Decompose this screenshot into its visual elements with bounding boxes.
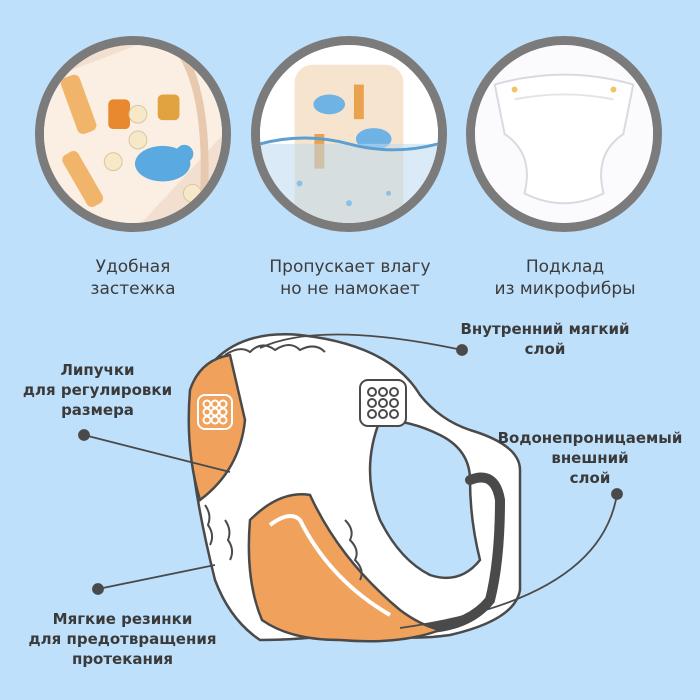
label-line: для предотвращения bbox=[28, 630, 217, 648]
callout-line-velcro bbox=[83, 434, 231, 473]
label-elastic: Мягкие резинки для предотвращения протек… bbox=[15, 609, 230, 669]
elastic-line bbox=[204, 504, 214, 546]
caption-line: но не намокает bbox=[280, 279, 420, 299]
callout-line-outer bbox=[399, 493, 618, 629]
callout-line-elastic bbox=[97, 564, 216, 590]
label-velcro: Липучки для регулировки размера bbox=[15, 360, 180, 420]
photo-fastener bbox=[35, 36, 231, 232]
label-outer-layer: Водонепроницаемый внешний слой bbox=[490, 428, 690, 488]
photo-lining bbox=[466, 36, 662, 232]
caption-line: застежка bbox=[90, 279, 176, 299]
caption-water: Пропускает влагу но не намокает bbox=[250, 256, 450, 300]
velcro-dots bbox=[197, 394, 233, 430]
callout-dot-elastic bbox=[92, 583, 104, 595]
photo-water bbox=[251, 36, 447, 232]
front-panel bbox=[247, 493, 445, 643]
front-panel-stripe bbox=[268, 514, 392, 617]
label-line: размера bbox=[61, 401, 134, 419]
callout-line-inner bbox=[259, 333, 463, 351]
callout-dot-velcro bbox=[78, 429, 90, 441]
label-line: Внутренний мягкий bbox=[460, 320, 630, 338]
caption-line: Пропускает влагу bbox=[269, 257, 431, 277]
caption-line: Удобная bbox=[95, 257, 171, 277]
elastic-line bbox=[344, 519, 363, 581]
inner-layer-edge bbox=[224, 344, 326, 356]
fastener-grid bbox=[359, 379, 407, 427]
caption-line: из микрофибры bbox=[494, 279, 636, 299]
label-line: протекания bbox=[71, 650, 174, 668]
label-line: внешний bbox=[551, 449, 629, 467]
label-line: Липучки bbox=[60, 361, 135, 379]
label-line: для регулировки bbox=[22, 381, 173, 399]
diaper-inner-curve bbox=[368, 418, 482, 580]
callout-dot-outer bbox=[611, 488, 623, 500]
label-inner-layer: Внутренний мягкий слой bbox=[440, 319, 650, 359]
elastic-line bbox=[224, 519, 234, 561]
label-line: слой bbox=[569, 469, 611, 487]
caption-line: Подклад bbox=[525, 257, 605, 277]
label-line: слой bbox=[524, 340, 566, 358]
caption-fastener: Удобная застежка bbox=[33, 256, 233, 300]
caption-lining: Подклад из микрофибры bbox=[465, 256, 665, 300]
callout-dot-inner bbox=[456, 344, 468, 356]
label-line: Мягкие резинки bbox=[52, 610, 193, 628]
label-line: Водонепроницаемый bbox=[497, 429, 683, 447]
outer-layer-band bbox=[425, 472, 506, 633]
